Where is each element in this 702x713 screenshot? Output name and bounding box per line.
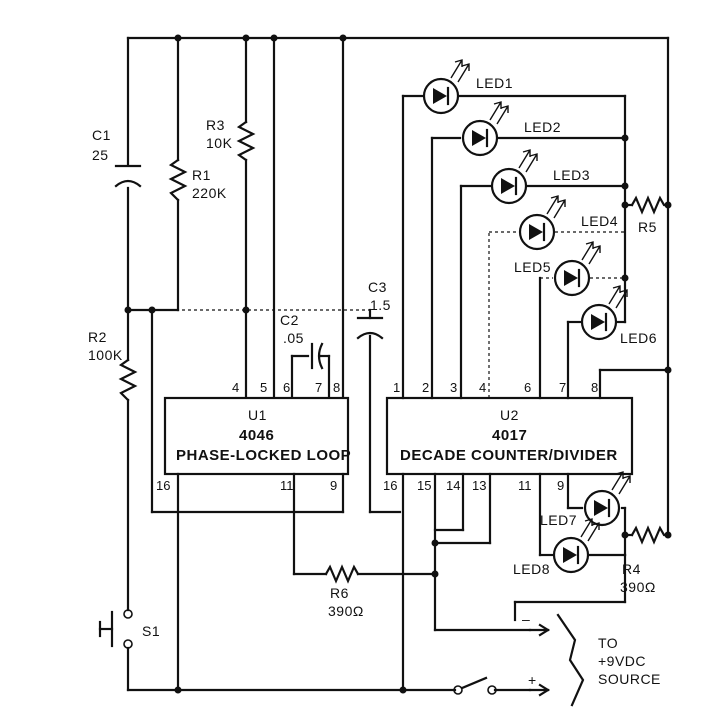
u1-pin-7: 7 — [315, 380, 322, 395]
source-label-line2: +9VDC — [598, 653, 646, 669]
u2-pin-3: 3 — [450, 380, 457, 395]
u1-ref: U1 — [248, 407, 267, 423]
capacitor-c1 — [114, 164, 142, 188]
u2-pin-4: 4 — [479, 380, 486, 395]
r1-ref: R1 — [192, 167, 211, 183]
u1-pin-9: 9 — [330, 478, 337, 493]
r3-ref: R3 — [206, 117, 225, 133]
u2-bottom-pins: 16 15 14 13 11 9 — [383, 478, 564, 493]
u2-pin-11: 11 — [518, 478, 532, 493]
u2-pin-16: 16 — [383, 478, 397, 493]
c2-value: .05 — [283, 330, 304, 346]
r4-ref: R4 — [622, 561, 641, 577]
u1-pin-4: 4 — [232, 380, 239, 395]
source-label-line1: TO — [598, 635, 618, 651]
r2-ref: R2 — [88, 329, 107, 345]
u2-desc: DECADE COUNTER/DIVIDER — [400, 447, 618, 464]
switch-s1 — [98, 609, 133, 649]
led2 — [461, 101, 509, 157]
u2-part: 4017 — [492, 427, 527, 444]
u2-pin-1: 1 — [393, 380, 400, 395]
r2-value: 100K — [88, 347, 123, 363]
c3-value: 1.5 — [370, 297, 391, 313]
u1-bottom-pins: 16 11 9 — [156, 478, 337, 493]
r4-value: 390Ω — [620, 579, 656, 595]
u2-pin-7: 7 — [559, 380, 566, 395]
led6-label: LED6 — [620, 330, 657, 346]
led-common-return — [452, 94, 670, 557]
c3-ref: C3 — [368, 279, 387, 295]
u2-top-pins: 1 2 3 4 6 7 8 — [393, 380, 598, 395]
r5-ref: R5 — [638, 219, 657, 235]
u2-pin-13: 13 — [472, 478, 486, 493]
u2-pin-2: 2 — [422, 380, 429, 395]
capacitor-c3 — [356, 316, 384, 340]
led4 — [518, 195, 566, 251]
r3-value: 10K — [206, 135, 233, 151]
c1-value: 25 — [92, 147, 109, 163]
u1-desc: PHASE-LOCKED LOOP — [176, 447, 351, 464]
led7-label: LED7 — [540, 512, 577, 528]
led1-label: LED1 — [476, 75, 513, 91]
u1-part: 4046 — [239, 427, 274, 444]
led6 — [580, 285, 628, 341]
capacitor-c2 — [290, 342, 331, 400]
led3 — [490, 149, 538, 205]
u2-pin-14: 14 — [446, 478, 460, 493]
u2-pin-15: 15 — [417, 478, 431, 493]
led7 — [583, 471, 631, 527]
junction-dots — [124, 34, 672, 694]
left-column-wiring — [126, 36, 345, 692]
u1-pin11-wire — [292, 472, 437, 584]
resistor-r3 — [236, 36, 256, 400]
led1 — [422, 59, 470, 115]
resistor-r1 — [168, 158, 188, 202]
u1-pin-11: 11 — [280, 478, 294, 493]
u2-ref: U2 — [500, 407, 519, 423]
u1-pin-16: 16 — [156, 478, 170, 493]
led8-label: LED8 — [513, 561, 550, 577]
source-switch — [453, 676, 497, 695]
resistor-r2 — [118, 358, 138, 402]
ic-u2 — [385, 396, 634, 476]
r6-ref: R6 — [330, 585, 349, 601]
led3-label: LED3 — [553, 167, 590, 183]
source-minus: – — [522, 611, 530, 627]
u2-top-wiring — [401, 94, 670, 557]
s1-ref: S1 — [142, 623, 160, 639]
c1-ref: C1 — [92, 127, 111, 143]
c2-ref: C2 — [280, 312, 299, 328]
u2-pin-6: 6 — [524, 380, 531, 395]
u2-bottom-wiring — [401, 472, 627, 692]
led8 — [552, 518, 600, 574]
r6-value: 390Ω — [328, 603, 364, 619]
r1-value: 220K — [192, 185, 227, 201]
u2-pin-8: 8 — [591, 380, 598, 395]
led4-label: LED4 — [581, 213, 618, 229]
led2-label: LED2 — [524, 119, 561, 135]
source-terminals — [528, 613, 585, 707]
c3-link-wiring — [152, 308, 402, 514]
ic-u1 — [163, 396, 350, 476]
source-plus: + — [528, 672, 537, 688]
u1-pin-5: 5 — [260, 380, 267, 395]
u1-top-pins: 4 5 6 7 8 — [232, 380, 340, 395]
u1-pin-6: 6 — [283, 380, 290, 395]
top-supply-rail — [126, 36, 670, 537]
led5 — [553, 241, 601, 297]
led5-label: LED5 — [514, 259, 551, 275]
source-label-line3: SOURCE — [598, 671, 661, 687]
u1-pin-8: 8 — [333, 380, 340, 395]
u2-pin-9: 9 — [557, 478, 564, 493]
